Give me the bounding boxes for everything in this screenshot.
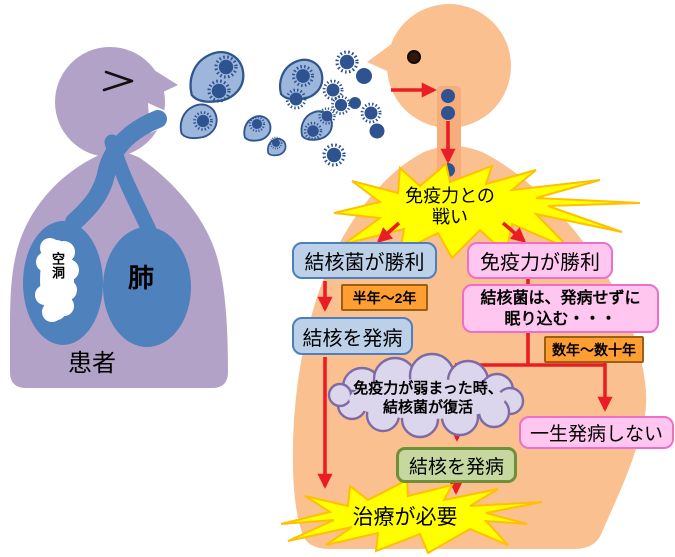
inhale-arrows [391, 82, 456, 164]
cavity-label: 空洞 [49, 252, 65, 280]
lung-label: 肺 [128, 263, 155, 293]
duration-short-tag: 半年～2年 [341, 284, 428, 311]
trachea-right [104, 134, 157, 238]
recipient-nose [367, 43, 396, 75]
patient-closed-eye [102, 70, 134, 92]
treatment-burst-text: 治療が必要 [352, 506, 458, 529]
never-onset-box: 一生発病しない [519, 416, 674, 449]
recipient-head [387, 4, 511, 128]
tb-onset-left-box: 結核を発病 [292, 317, 413, 355]
bacteria-dots [349, 68, 385, 139]
bacteria-icon [322, 143, 346, 167]
battle-burst-text: 免疫力との 戦い [405, 186, 495, 227]
bacteria-icon [335, 50, 359, 74]
battle-burst [333, 162, 641, 260]
duration-long-tag: 数年～数十年 [544, 336, 644, 363]
treatment-burst [280, 478, 543, 555]
relapse-cloud-text: 免疫力が弱まった時、 結核菌が復活 [353, 380, 503, 416]
recipient-eye [407, 50, 421, 64]
lung-right [103, 227, 191, 347]
tb-onset-right-box: 結核を発病 [396, 447, 517, 483]
trachea-left [65, 110, 167, 231]
patient-figure [10, 47, 228, 388]
relapse-cloud [327, 352, 525, 439]
patient-caption: 患者 [68, 350, 116, 377]
bacteria-icon [360, 102, 382, 124]
immunity-wins-box: 免疫力が勝利 [467, 242, 613, 279]
cavity-shape [35, 238, 79, 322]
tb-wins-box: 結核菌が勝利 [292, 242, 437, 279]
patient-nose [138, 60, 178, 100]
cough-spray [179, 50, 385, 167]
dormant-box: 結核菌は、発病せずに 眠り込む・・・ [462, 284, 659, 333]
